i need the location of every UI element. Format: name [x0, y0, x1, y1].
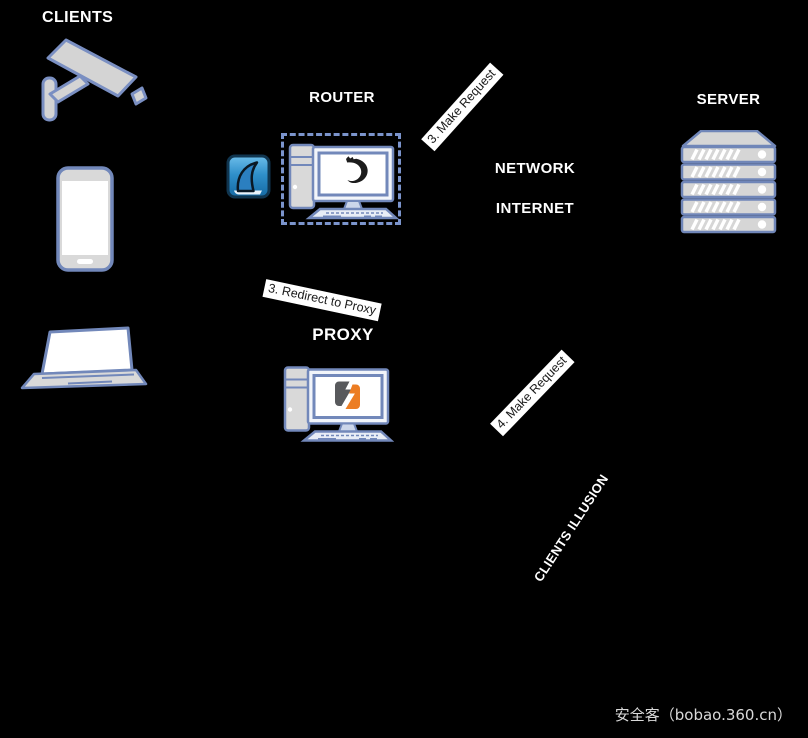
clients-label: CLIENTS: [42, 9, 114, 26]
server-rack-icon: [680, 130, 777, 234]
wireshark-icon: [226, 154, 271, 199]
edge-label-make-request-4: 4. Make Request: [490, 350, 574, 436]
clients-illusion-label: CLIENTS ILLUSION: [530, 471, 612, 585]
network-label: NETWORK: [494, 160, 576, 177]
kali-desktop-icon: [288, 143, 399, 220]
internet-label: INTERNET: [495, 200, 575, 217]
smartphone-icon: [56, 166, 114, 272]
burpsuite-desktop-icon: [283, 366, 394, 442]
router-dashed-border: [281, 133, 401, 225]
edge-label-make-request-3: 3. Make Request: [421, 63, 503, 151]
proxy-label: PROXY: [312, 325, 374, 344]
router-label: ROUTER: [309, 89, 375, 106]
watermark: 安全客（bobao.360.cn）: [614, 706, 792, 724]
edge-label-redirect-to-proxy: 3. Redirect to Proxy: [262, 279, 382, 321]
laptop-icon: [20, 326, 148, 390]
burpsuite-logo: [335, 381, 360, 409]
server-label: SERVER: [696, 91, 761, 108]
kali-dragon-logo: [346, 156, 368, 184]
cctv-camera-icon: [41, 38, 148, 122]
